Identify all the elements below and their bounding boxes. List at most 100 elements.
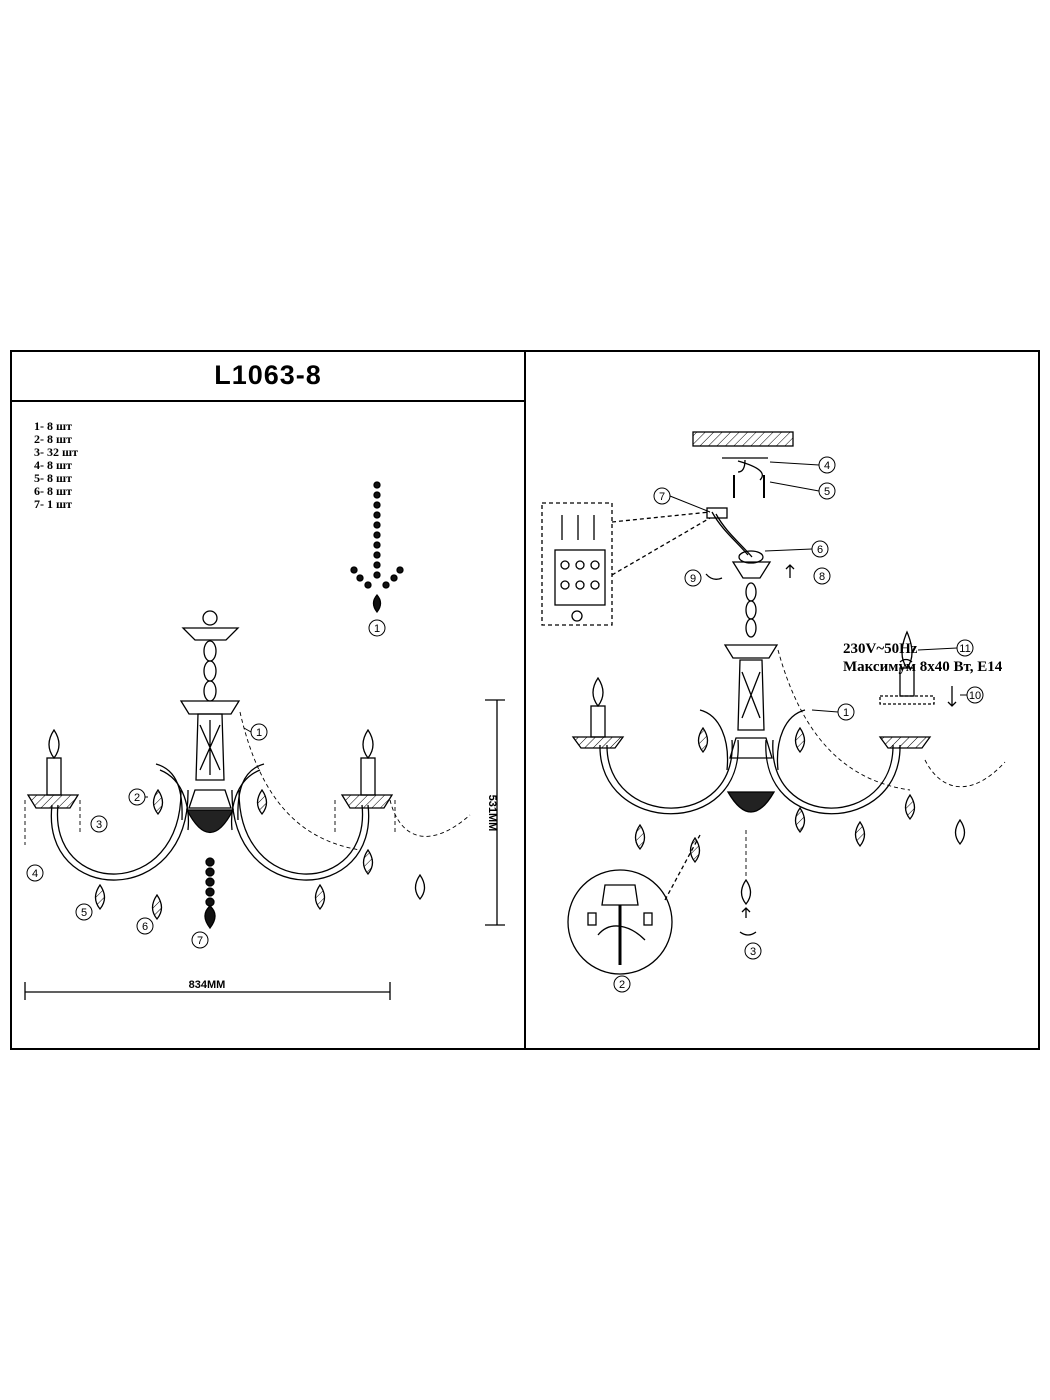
part-quantity: 8 шт: [44, 471, 73, 485]
part-quantity: 8 шт: [44, 458, 73, 472]
right-candle-flame: [362, 728, 374, 760]
up-arrow-8: [785, 564, 795, 578]
callout-number: 5: [81, 907, 87, 919]
right-candle-cup: [340, 794, 394, 809]
part-number: 4-: [34, 458, 44, 472]
electrical-specs: 230V~50Hz Максимум 8x40 Вт, E14: [843, 640, 1002, 676]
callout-leader: [769, 481, 820, 492]
parts-list-item: 6- 8 шт: [34, 485, 78, 498]
rotate-arrow-11: [899, 658, 913, 663]
wire-connector: [706, 507, 728, 519]
right-panel-arms: [599, 709, 901, 815]
part-quantity: 8 шт: [44, 419, 73, 433]
callout-number: 1: [256, 727, 262, 739]
parts-list-item: 5- 8 шт: [34, 472, 78, 485]
callout-leader: [243, 727, 252, 733]
left-callout-6: 6: [136, 917, 154, 935]
left-callout-5: 5: [75, 903, 93, 921]
right-callout-8: 8: [813, 567, 831, 585]
callout-circle: [136, 917, 154, 935]
callout-circle: [956, 639, 974, 657]
callout-circle: [966, 686, 984, 704]
part-number: 5-: [34, 471, 44, 485]
right-chain: [745, 582, 757, 638]
part-quantity: 32 шт: [44, 445, 79, 459]
installation-drawing: [541, 431, 1006, 975]
right-left-cup: [571, 736, 625, 749]
callout-circle: [818, 482, 836, 500]
left-callouts: 1 2 3 4 5 6 7 1: [26, 619, 386, 949]
callout-circle: [744, 942, 762, 960]
hanger-callout: 1: [368, 619, 386, 637]
detail-circle: [567, 869, 673, 975]
rp-candle-left-flame: [592, 676, 604, 708]
left-candle-flame: [48, 728, 60, 760]
canopy-ring: [738, 550, 764, 564]
detail-leader: [664, 834, 701, 901]
crystal-drops: [94, 788, 426, 921]
callout-circle: [684, 569, 702, 587]
height-label: 531MM: [486, 795, 498, 832]
right-top-cup: [723, 644, 779, 659]
center-body: [188, 789, 232, 809]
callout-circle: [837, 703, 855, 721]
title-row: L1063-8: [12, 352, 524, 402]
candle-holder: [879, 695, 935, 705]
parts-list-item: 3- 32 шт: [34, 446, 78, 459]
hanger-strand: [350, 481, 404, 614]
central-column: [195, 713, 225, 781]
part-number: 6-: [34, 484, 44, 498]
right-callout-10: 10: [960, 686, 984, 704]
mounting-hook: [737, 459, 746, 473]
top-cup: [179, 700, 241, 715]
right-callout-5: 5: [769, 481, 836, 500]
model-title: L1063-8: [214, 360, 322, 390]
bottom-drop-chain: [205, 857, 215, 907]
connector-detail-box: [541, 502, 613, 626]
ceiling: [692, 431, 794, 447]
turn-arrow: [737, 460, 764, 481]
right-callout-11: 11: [917, 639, 974, 657]
height-dimension: [485, 699, 505, 926]
callout-circle: [613, 975, 631, 993]
right-canopy: [731, 561, 772, 579]
callout-number: 2: [619, 979, 625, 991]
bead-strings: [24, 711, 471, 851]
column-cut-pattern: [199, 720, 221, 775]
callout-leader: [769, 461, 820, 466]
left-callout-3: 3: [90, 815, 108, 833]
callout-number: 7: [197, 935, 203, 947]
width-label: 834MM: [189, 979, 226, 991]
right-callout-6: 6: [764, 540, 829, 558]
callout-circle: [653, 487, 671, 505]
callout-number: 10: [969, 690, 981, 702]
part-quantity: 8 шт: [44, 432, 73, 446]
callout-number: 9: [690, 573, 696, 585]
part-quantity: 1 шт: [44, 497, 73, 511]
right-center-bowl: [726, 791, 776, 813]
callout-circle: [128, 788, 146, 806]
callout-circle: [818, 456, 836, 474]
left-candle: [46, 757, 62, 796]
callout-number: 5: [824, 486, 830, 498]
right-column: [737, 659, 765, 731]
callout-number: 11: [959, 643, 970, 655]
callout-circle: [813, 567, 831, 585]
left-callout-4: 4: [26, 864, 44, 882]
detail-clip-left: [587, 912, 597, 926]
power-spec: Максимум 8x40 Вт, E14: [843, 659, 1003, 675]
callout-circle: [250, 723, 268, 741]
part-number: 1-: [34, 419, 44, 433]
callout-number: 6: [817, 544, 823, 556]
right-callout-1: 1: [811, 703, 855, 721]
rotate-arrow-9: [705, 573, 723, 580]
left-callout-2: 2: [128, 788, 148, 806]
right-right-cup: [878, 736, 932, 749]
detail-wire: [597, 925, 646, 941]
width-dimension: [24, 982, 391, 1000]
part-number: 2-: [34, 432, 44, 446]
callout-circle: [191, 931, 209, 949]
part-number: 3-: [34, 445, 44, 459]
